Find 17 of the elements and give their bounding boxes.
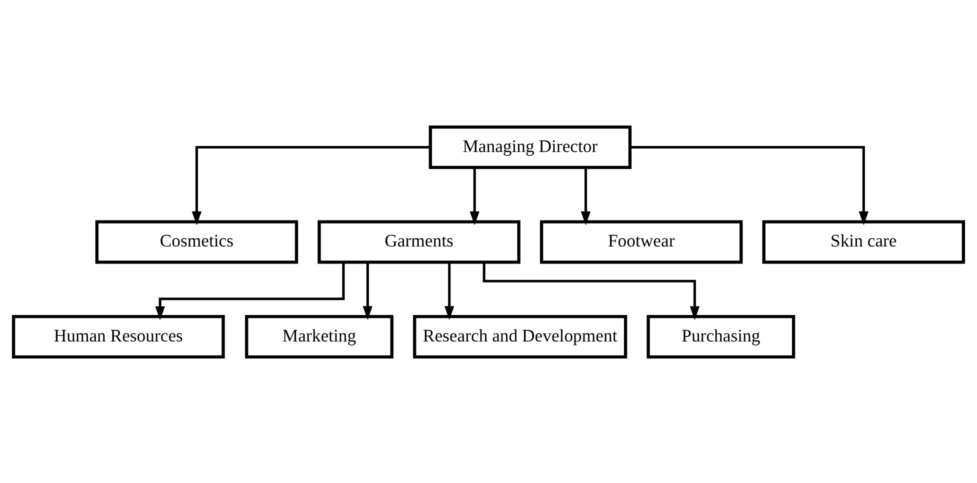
node-box: Footwear: [540, 220, 743, 264]
node-box: Skin care: [762, 220, 966, 264]
arrow: [482, 262, 700, 320]
node-box: Human Resources: [12, 314, 225, 358]
arrow: [155, 262, 345, 320]
arrow: [470, 167, 480, 225]
node-box: Purchasing: [646, 314, 796, 358]
node-box: Marketing: [245, 314, 394, 358]
node-box: Garments: [318, 220, 520, 264]
arrow: [362, 262, 373, 320]
arrow: [580, 167, 591, 225]
arrow: [444, 262, 454, 320]
node-box: Managing Director: [428, 124, 632, 169]
node-box: Research and Development: [413, 314, 628, 358]
node-box: Cosmetics: [95, 220, 298, 264]
arrow: [630, 146, 869, 225]
arrow: [192, 146, 430, 225]
